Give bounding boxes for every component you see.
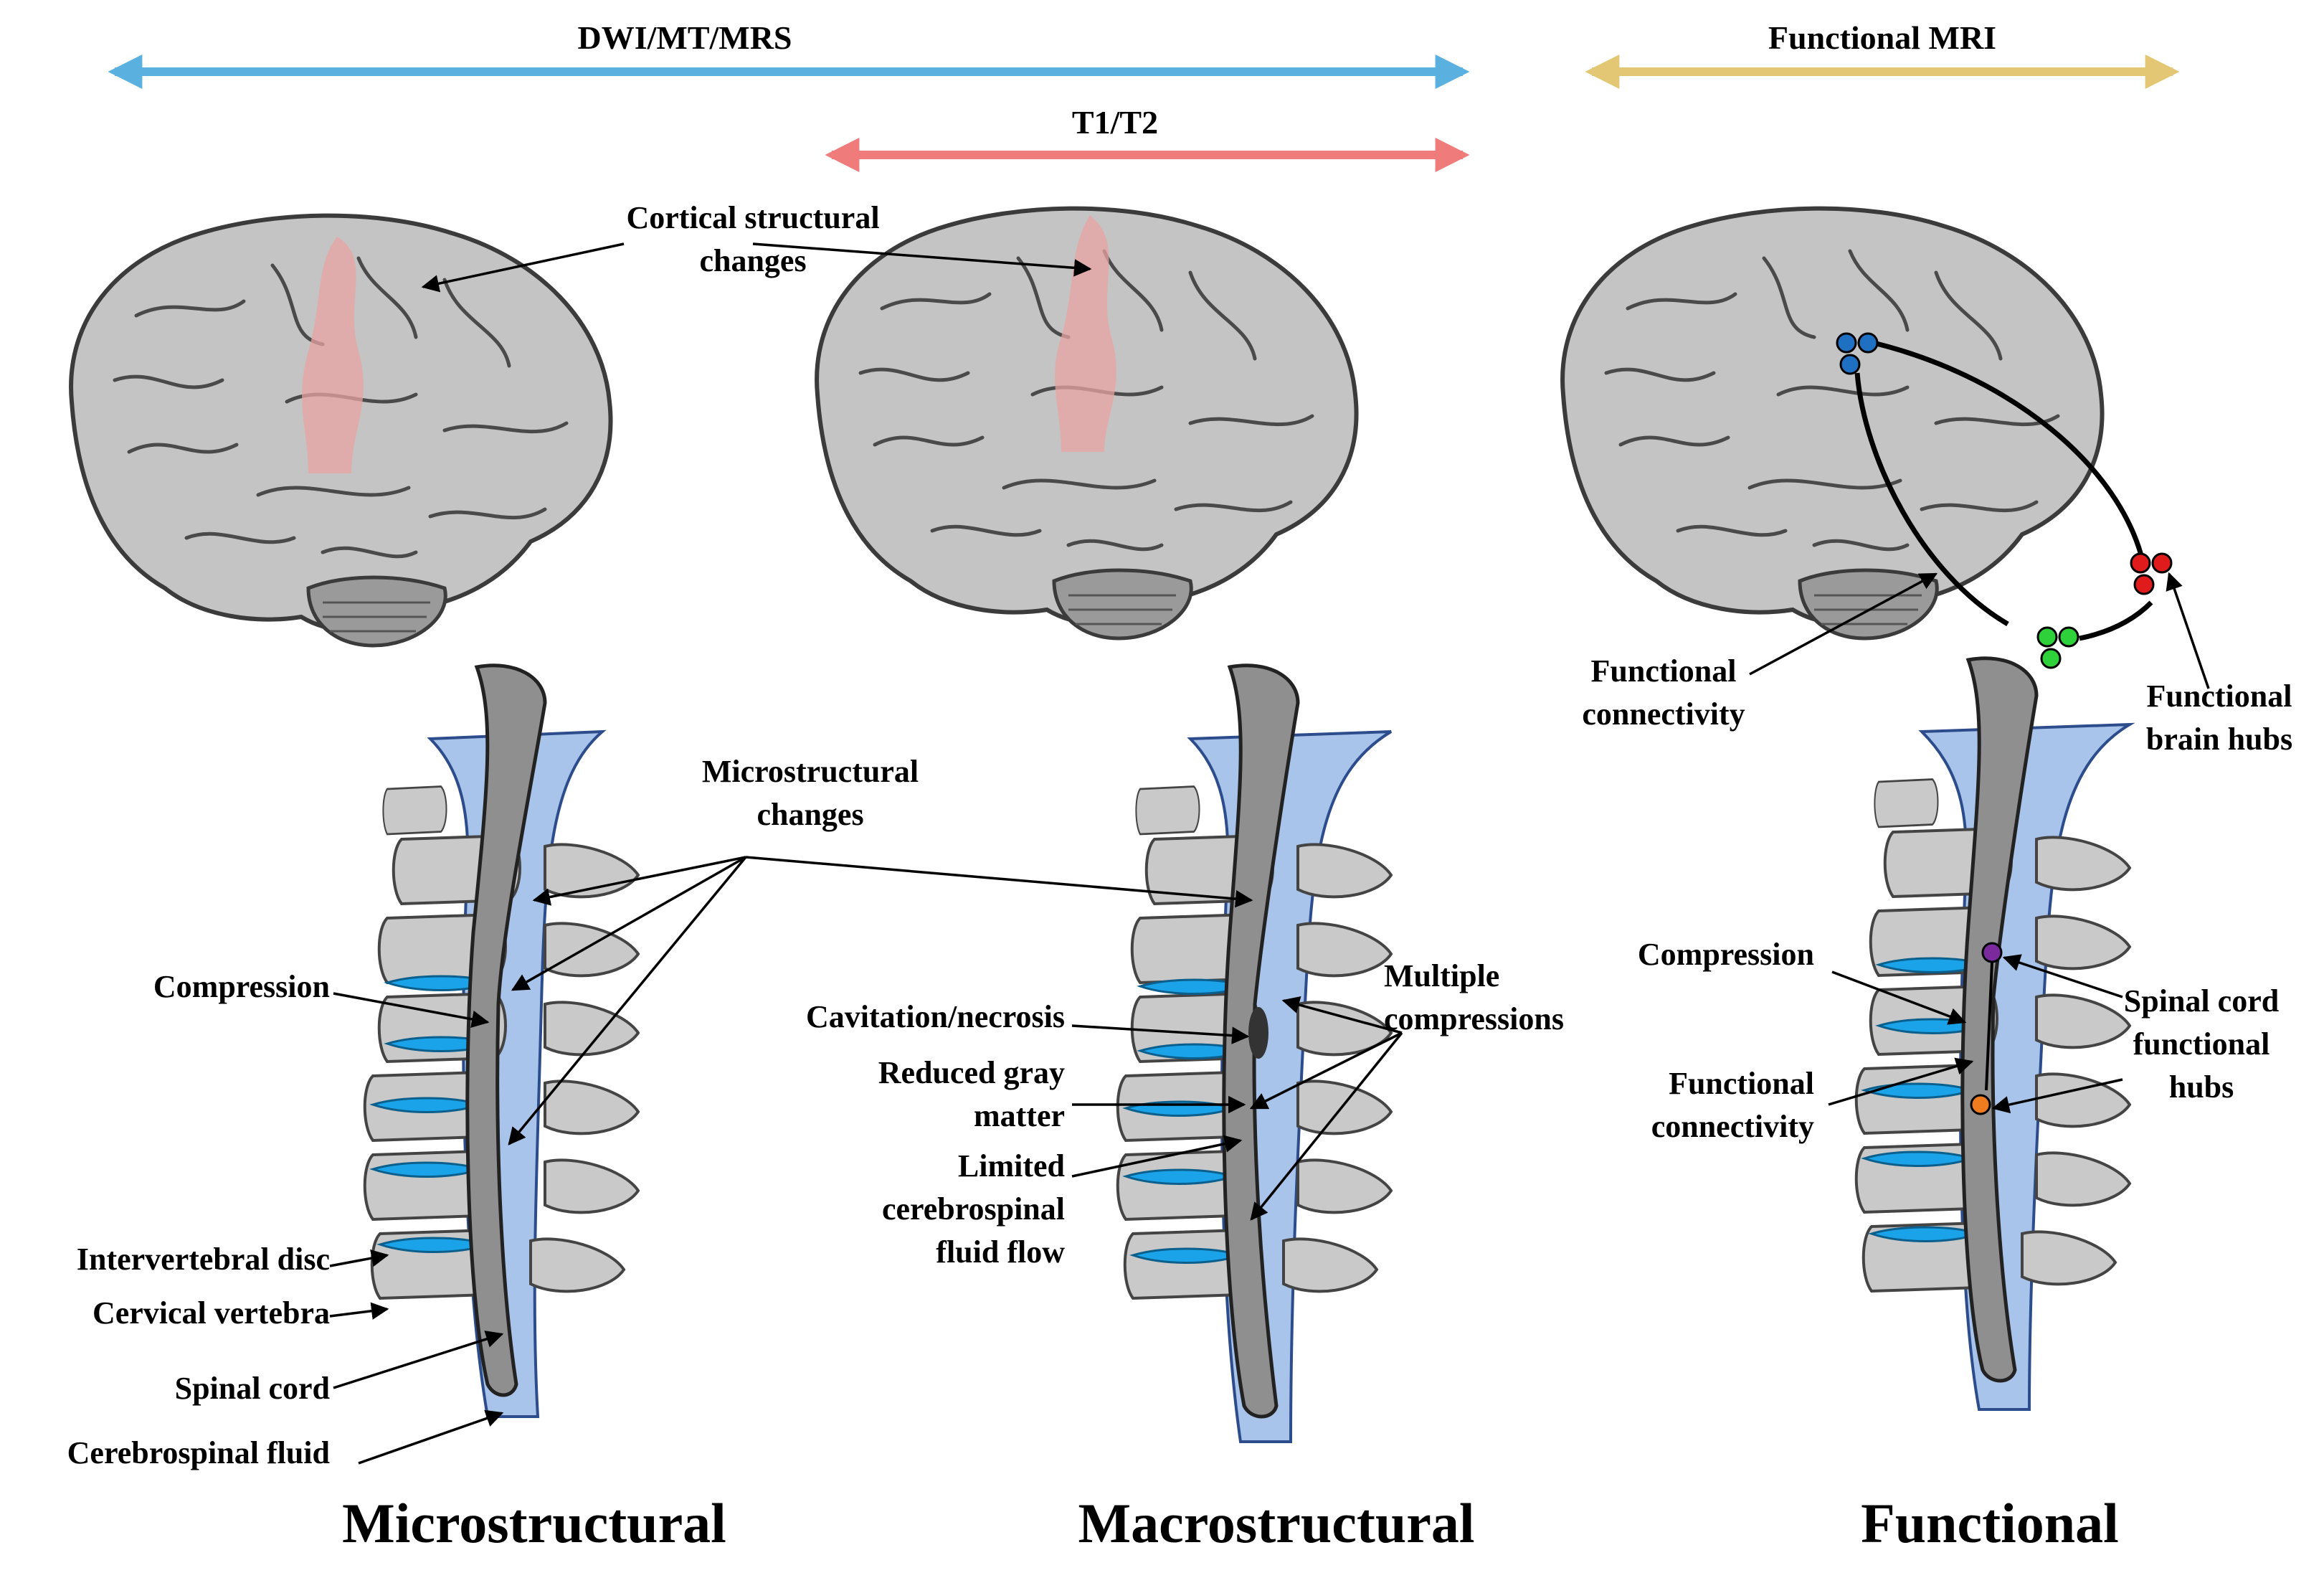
cavitation-mark xyxy=(1248,1007,1268,1059)
hub-green-2 xyxy=(2058,626,2079,648)
label-reduced-1: Reduced gray xyxy=(878,1055,1065,1090)
label-reduced-2: matter xyxy=(974,1098,1065,1133)
label-multiple-1: Multiple xyxy=(1384,958,1499,993)
functional-brain xyxy=(1562,209,2102,638)
label-sc-hubs-3: hubs xyxy=(2169,1069,2234,1105)
label-sc-hubs-1: Spinal cord xyxy=(2124,983,2279,1019)
macro-spine xyxy=(1116,663,1397,1443)
hub-green-3 xyxy=(2040,648,2062,669)
panel-title-micro: Microstructural xyxy=(342,1492,726,1554)
micro-spine xyxy=(363,663,640,1418)
label-cavitation: Cavitation/necrosis xyxy=(806,999,1065,1034)
dwi-bar-label: DWI/MT/MRS xyxy=(578,19,792,56)
hub-green-1 xyxy=(2036,626,2058,648)
label-cervical-vertebra: Cervical vertebra xyxy=(93,1295,330,1331)
macro-brain xyxy=(817,209,1356,638)
hub-red-1 xyxy=(2130,552,2151,574)
label-spinal-cord: Spinal cord xyxy=(175,1371,330,1406)
label-hubs-brain-2: brain hubs xyxy=(2146,722,2292,757)
label-micro-changes-2: changes xyxy=(757,797,863,832)
label-fc-cord-1: Functional xyxy=(1669,1066,1814,1101)
label-limited-3: fluid flow xyxy=(936,1234,1065,1270)
label-fc-brain-1: Functional xyxy=(1591,653,1737,689)
micro-spinal-cord xyxy=(465,663,547,1397)
hub-blue-2 xyxy=(1857,332,1879,354)
label-cerebrospinal-fluid: Cerebrospinal fluid xyxy=(67,1435,330,1470)
hub-blue-3 xyxy=(1839,354,1861,375)
brain-fc-arc-lower xyxy=(1854,372,2009,627)
spinal-hub-orange xyxy=(1970,1094,1991,1115)
label-cortical-1: Cortical structural xyxy=(626,200,879,235)
brain-fc-arc-upper xyxy=(1864,338,2147,567)
macro-cortex-highlight xyxy=(1055,215,1116,452)
label-cortical-2: changes xyxy=(699,243,806,278)
macro-spinal-cord xyxy=(1222,663,1300,1419)
label-fc-cord-2: connectivity xyxy=(1651,1109,1814,1144)
functional-spine xyxy=(1854,656,2135,1411)
label-limited-1: Limited xyxy=(958,1148,1065,1184)
t1t2-bar-label: T1/T2 xyxy=(1072,104,1158,141)
label-limited-2: cerebrospinal xyxy=(882,1191,1065,1227)
micro-cortex-highlight xyxy=(302,237,364,473)
label-sc-hubs-2: functional xyxy=(2133,1026,2270,1062)
hub-red-2 xyxy=(2151,552,2173,574)
label-intervertebral-disc: Intervertebral disc xyxy=(77,1242,330,1277)
micro-brain xyxy=(71,216,610,646)
label-hubs-brain-1: Functional xyxy=(2147,679,2292,714)
hub-red-3 xyxy=(2133,574,2155,595)
label-compression: Compression xyxy=(153,969,330,1004)
label-micro-changes-1: Microstructural xyxy=(702,754,919,789)
label-fc-brain-2: connectivity xyxy=(1582,696,1745,732)
spinal-fc-line xyxy=(1985,962,1993,1091)
brain-fc-arc-short xyxy=(2079,600,2153,641)
functional-spinal-cord xyxy=(1960,656,2039,1383)
pointer-arrows xyxy=(329,242,2210,1465)
fmri-bar-label: Functional MRI xyxy=(1768,19,1996,56)
label-compression-fn: Compression xyxy=(1638,937,1814,972)
panel-title-macro: Macrostructural xyxy=(1078,1492,1474,1554)
panel-title-functional: Functional xyxy=(1861,1492,2119,1554)
label-multiple-2: compressions xyxy=(1384,1001,1564,1036)
spinal-hub-purple xyxy=(1981,942,2003,963)
hub-blue-1 xyxy=(1836,332,1857,354)
